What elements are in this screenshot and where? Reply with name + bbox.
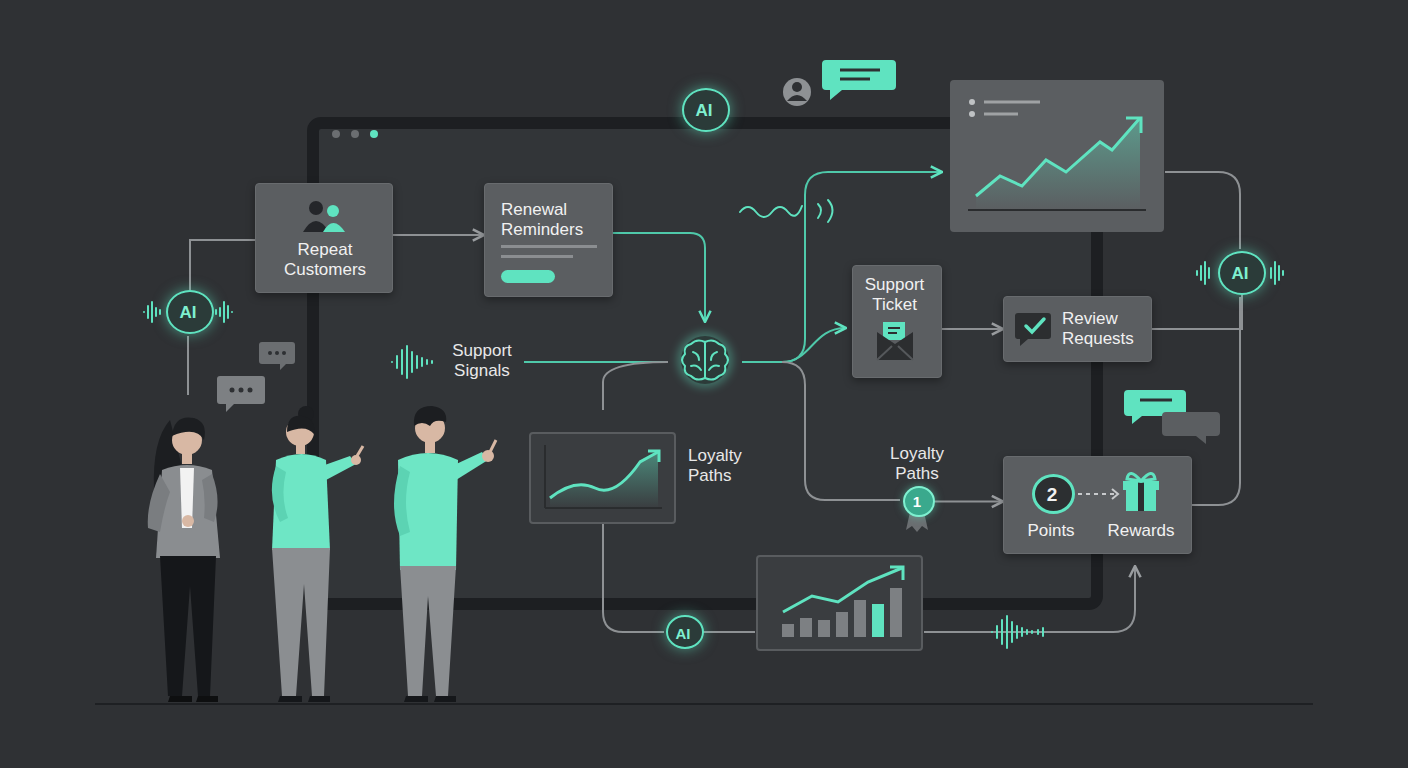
ground-line bbox=[95, 703, 1313, 705]
trend-chart bbox=[530, 433, 675, 523]
avatar-bubble bbox=[783, 60, 896, 106]
callout-number: 1 bbox=[903, 486, 935, 517]
process-box: Review Requests bbox=[1003, 296, 1152, 362]
rewards-box: PointsRewards 2 bbox=[1003, 456, 1192, 554]
node-text: 2 bbox=[1035, 485, 1069, 505]
flow-label: Support Signals bbox=[440, 341, 524, 381]
node-text: AI bbox=[684, 101, 724, 121]
connector bbox=[393, 234, 484, 236]
growth-chart bbox=[950, 80, 1164, 232]
process-box: Repeat Customers bbox=[255, 183, 393, 293]
flow-label: Loyalty Paths bbox=[876, 444, 958, 484]
window-dots bbox=[332, 130, 378, 138]
ai-circle: AI bbox=[1218, 251, 1266, 295]
flow-label: Loyalty Paths bbox=[688, 446, 768, 486]
node-text: Points bbox=[1006, 521, 1096, 541]
connector bbox=[190, 240, 255, 290]
node-text: Repeat Customers bbox=[270, 240, 380, 280]
node-text: AI bbox=[168, 303, 208, 323]
flow-lines bbox=[188, 172, 1240, 632]
ai-circle: AI bbox=[166, 290, 214, 334]
node-text: AI bbox=[1220, 264, 1260, 284]
node-text: Review Requests bbox=[1062, 309, 1146, 349]
connector bbox=[935, 501, 1003, 503]
callout-number: 2 bbox=[1032, 474, 1075, 514]
bar-chart bbox=[757, 556, 922, 650]
node-text: 1 bbox=[905, 492, 929, 512]
ai-circle: AI bbox=[666, 615, 704, 649]
node-text: Rewards bbox=[1096, 521, 1186, 541]
connector bbox=[942, 328, 1003, 330]
process-box: Renewal Reminders bbox=[484, 183, 613, 297]
node-text: AI bbox=[668, 624, 698, 644]
node-icon bbox=[1004, 457, 1189, 555]
ticket-box: Support Ticket bbox=[852, 265, 942, 378]
node-text: Support Ticket bbox=[853, 275, 936, 315]
people bbox=[148, 406, 496, 702]
ai-circle: AI bbox=[682, 88, 730, 132]
connector bbox=[1152, 295, 1242, 329]
node-text: Renewal Reminders bbox=[501, 200, 605, 240]
brain-icon bbox=[677, 332, 733, 388]
